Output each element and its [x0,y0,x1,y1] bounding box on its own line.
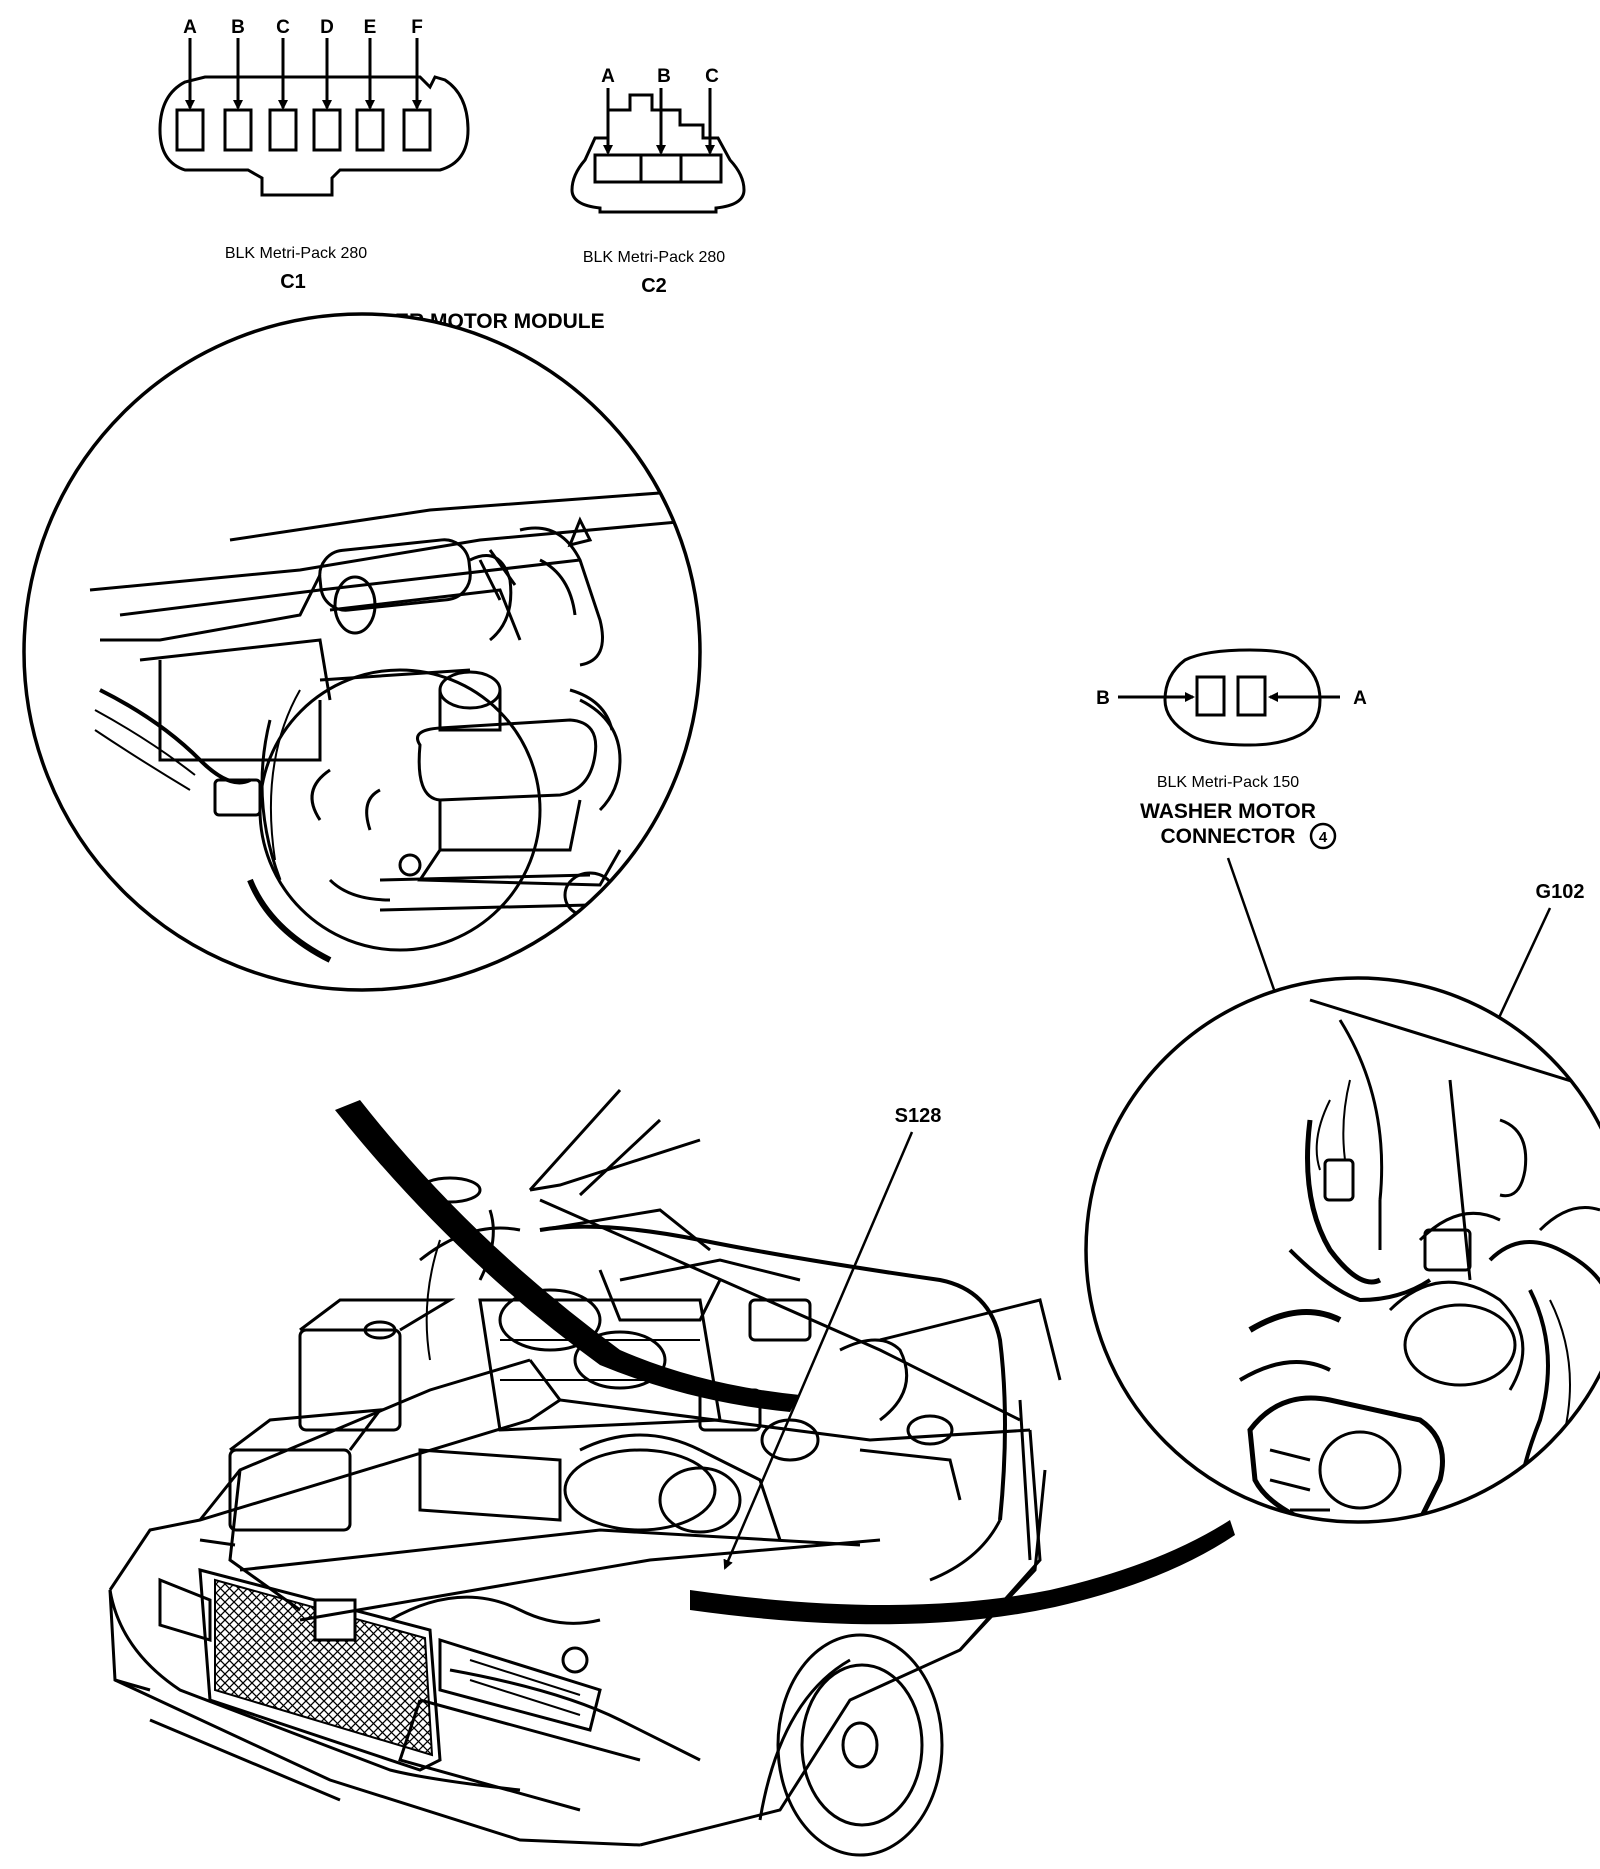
c1-type-label: BLK Metri-Pack 280 [225,245,367,262]
c2-pin-b-label: B [657,66,671,87]
washer-pin-a-label: A [1353,688,1367,709]
c1-pin-d-label: D [320,17,334,38]
c1-pin-e-label: E [364,17,377,38]
washer-title-line1: WASHER MOTOR [1140,800,1316,823]
wiper-detail-view [22,312,702,992]
c2-pin-c-label: C [705,66,719,87]
washer-connector [1118,648,1340,747]
c1-pin-b-label: B [231,17,245,38]
c1-pin-labels: A B C D E F [183,17,423,38]
c2-pin-a-label: A [601,66,615,87]
washer-callout-band [690,1520,1235,1625]
splice-leader-line [723,1131,914,1570]
splice-s128-label: S128 [895,1105,942,1127]
washer-type-label: BLK Metri-Pack 150 [1157,774,1299,791]
washer-detail-view [1084,976,1600,1524]
c2-type-label: BLK Metri-Pack 280 [583,249,725,266]
c1-pin-a-label: A [183,17,197,38]
washer-title-line2: CONNECTOR [1161,825,1296,848]
c2-id-label: C2 [641,275,667,297]
c1-pin-c-label: C [276,17,290,38]
connector-c2 [570,88,746,214]
washer-badge-circle [1309,822,1337,850]
washer-badge-number: 4 [1319,829,1328,846]
wiper-callout-band [335,1100,800,1412]
c1-pin-f-label: F [411,17,423,38]
front-wheel [776,1633,944,1857]
ground-g102-label: G102 [1536,881,1585,903]
washer-pin-b-label: B [1096,688,1110,709]
c1-id-label: C1 [280,271,306,293]
c2-pin-labels: A B C [601,66,719,87]
connector-c1 [158,38,470,197]
vehicle-illustration [108,1088,1062,1857]
